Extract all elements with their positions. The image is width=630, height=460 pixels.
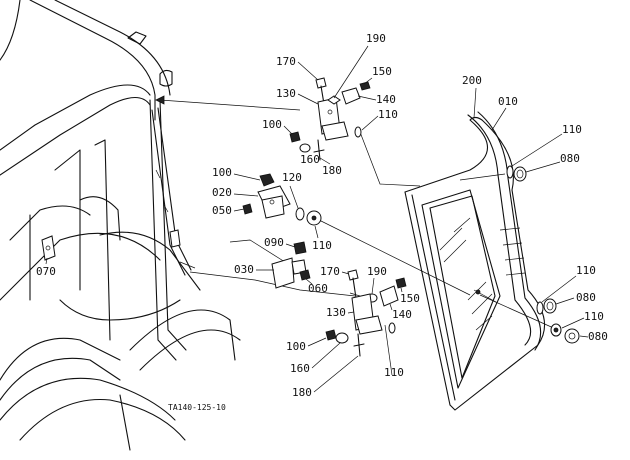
label-080-right-low: 080 (588, 330, 608, 343)
label-130-bot: 130 (326, 306, 346, 319)
label-110-right-top: 110 (562, 123, 582, 136)
label-100-mid: 100 (212, 166, 232, 179)
label-150-top: 150 (372, 65, 392, 78)
label-160-bot: 160 (290, 362, 310, 375)
label-180-top: 180 (322, 164, 342, 177)
label-180-bot: 180 (292, 386, 312, 399)
label-130-top: 130 (276, 87, 296, 100)
label-010: 010 (498, 95, 518, 108)
label-050: 050 (212, 204, 232, 217)
label-100-top: 100 (262, 118, 282, 131)
part-labels: 170 190 150 130 140 110 100 160 180 200 … (36, 32, 608, 399)
label-100-bot: 100 (286, 340, 306, 353)
label-020: 020 (212, 186, 232, 199)
label-060: 060 (308, 282, 328, 295)
label-170-bot: 170 (320, 265, 340, 278)
label-110-bot: 110 (384, 366, 404, 379)
label-190-bot: 190 (367, 265, 387, 278)
label-140-bot: 140 (392, 308, 412, 321)
right-side-parts (506, 165, 580, 344)
label-030: 030 (234, 263, 254, 276)
label-110-right-mid: 110 (576, 264, 596, 277)
middle-hinge-parts (242, 173, 322, 289)
door-assembly (404, 111, 545, 411)
label-200: 200 (462, 74, 482, 87)
label-150-bot: 150 (400, 292, 420, 305)
figure-code: TA140-125-10 (168, 403, 226, 412)
label-070: 070 (36, 265, 56, 278)
label-110-mid: 110 (312, 239, 332, 252)
label-120: 120 (282, 171, 302, 184)
upper-hinge-parts (289, 77, 371, 161)
label-190-top: 190 (366, 32, 386, 45)
label-110-right-low: 110 (584, 310, 604, 323)
label-110-top: 110 (378, 108, 398, 121)
label-140-top: 140 (376, 93, 396, 106)
label-170-top: 170 (276, 55, 296, 68)
label-090: 090 (264, 236, 284, 249)
cab-frame (0, 0, 241, 451)
label-160-top: 160 (300, 153, 320, 166)
label-080-right-mid: 080 (576, 291, 596, 304)
lower-hinge-parts (325, 269, 407, 357)
label-080-right-top: 080 (560, 152, 580, 165)
